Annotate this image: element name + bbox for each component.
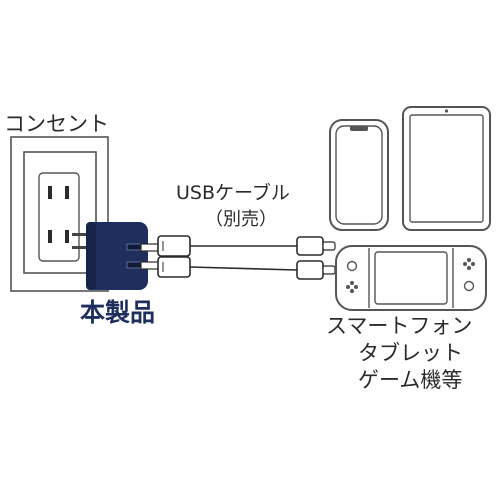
tablet-icon bbox=[402, 106, 491, 231]
cable-label: USBケーブル bbox=[176, 182, 290, 204]
handheld-game-console-icon bbox=[335, 245, 487, 311]
usb-charger-icon bbox=[72, 222, 148, 290]
outlet-label: コンセント bbox=[4, 112, 109, 136]
product-label: 本製品 bbox=[80, 298, 156, 327]
devices-label-game-console: ゲーム機等 bbox=[358, 368, 463, 392]
usb-cable-icon bbox=[140, 235, 336, 257]
devices-label-smartphone: スマートフォン bbox=[326, 314, 473, 338]
usb-cable-icon bbox=[140, 256, 336, 280]
devices-label-tablet: タブレット bbox=[358, 341, 463, 365]
cable-note: （別売） bbox=[205, 209, 277, 230]
smartphone-icon bbox=[329, 119, 389, 231]
wall-outlet-icon bbox=[10, 136, 109, 292]
